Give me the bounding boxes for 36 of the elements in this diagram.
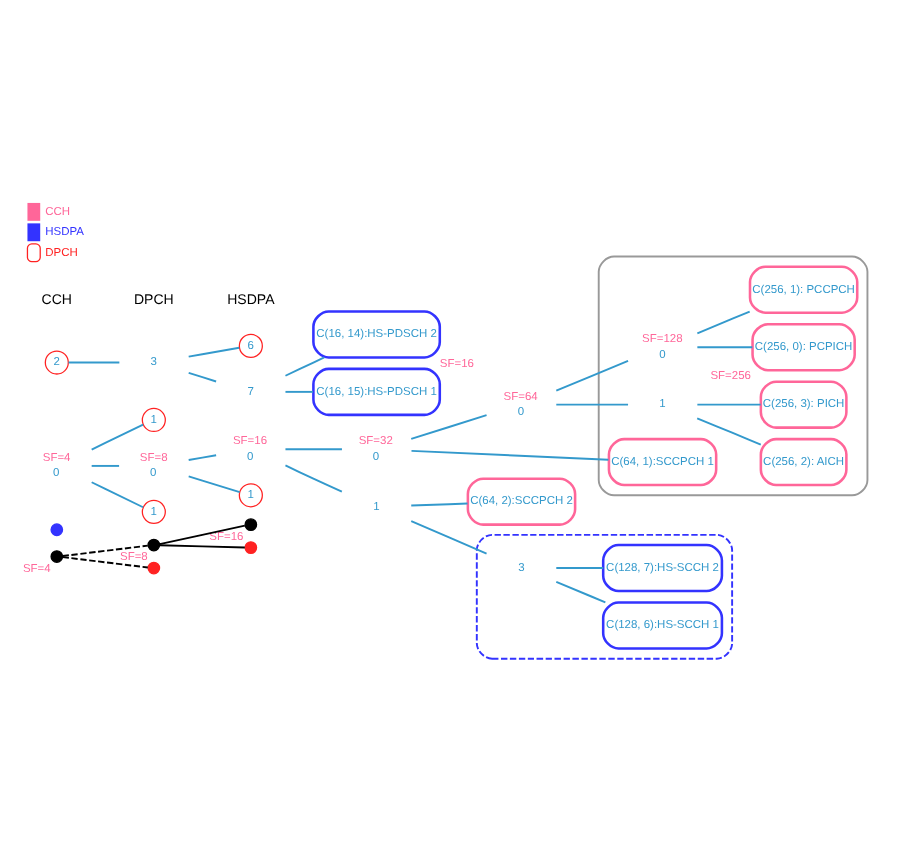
- connector: [90, 464, 121, 467]
- connector: [696, 310, 751, 335]
- connector: [555, 581, 607, 604]
- connector: [410, 414, 488, 440]
- connector: [284, 464, 343, 493]
- connector: [555, 567, 605, 569]
- connector: [555, 360, 629, 392]
- connector: [410, 449, 610, 461]
- connector: [158, 544, 246, 549]
- connector: [284, 356, 326, 377]
- node-circle: [244, 541, 258, 554]
- connector: [696, 417, 762, 446]
- connector: [555, 403, 629, 406]
- node-circle: [50, 550, 64, 563]
- connector: [410, 520, 488, 555]
- node-circle: [147, 561, 161, 575]
- connector: [90, 423, 145, 451]
- node-circle: [50, 523, 64, 537]
- connector: [187, 372, 218, 383]
- node-circle: [244, 518, 258, 531]
- connector: [187, 346, 241, 358]
- connector: [187, 454, 218, 461]
- connector: [158, 524, 246, 546]
- cluster: [475, 533, 734, 660]
- connector: [90, 481, 145, 509]
- connector: [696, 403, 762, 406]
- connector: [410, 502, 469, 507]
- connector: [61, 556, 149, 569]
- connector: [696, 346, 754, 349]
- connector: [67, 361, 121, 364]
- node-circle: [147, 538, 161, 552]
- connector: [61, 544, 149, 557]
- cluster: [597, 255, 869, 497]
- connector: [284, 390, 314, 393]
- connector: [284, 448, 343, 451]
- connector: [187, 475, 241, 494]
